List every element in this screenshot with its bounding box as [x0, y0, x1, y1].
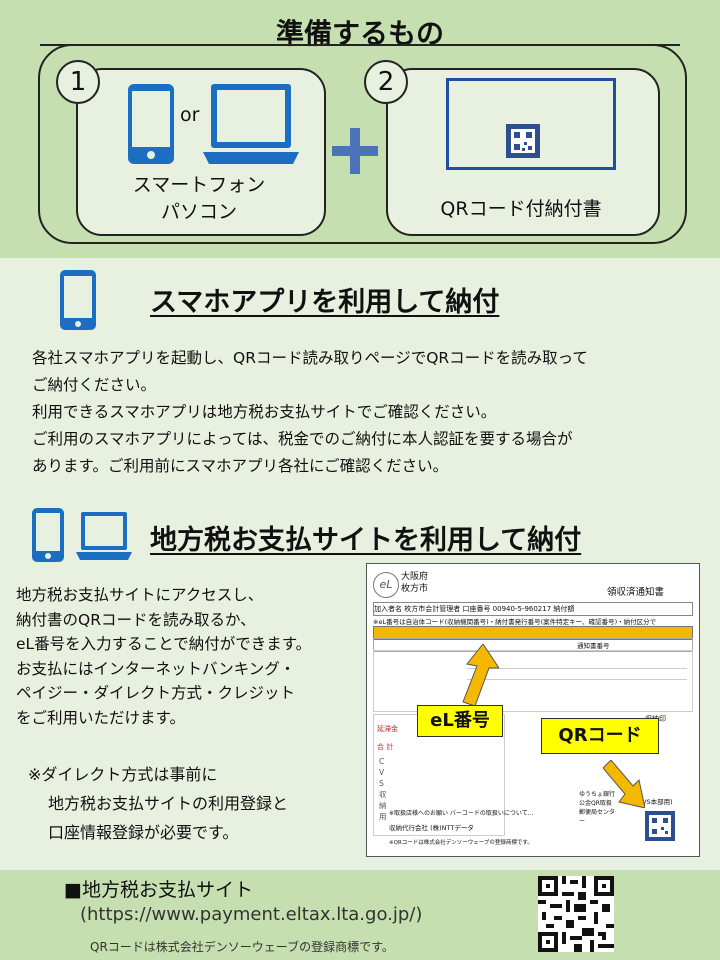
account-row: 加入者名 枚方市会計管理者 口座番号 00940-5-960217 納付額 [373, 602, 693, 616]
direct-method-note: ※ダイレクト方式は事前に 地方税お支払サイトの利用登録と 口座情報登録が必要です… [28, 760, 288, 847]
page-title: 準備するもの [262, 14, 458, 54]
step-number-1: 1 [56, 60, 100, 104]
devices-label: スマートフォン パソコン [76, 172, 322, 226]
app-line-2: ご納付ください。 [32, 376, 157, 394]
site-line-5: ペイジー・ダイレクト方式・クレジット [16, 684, 296, 702]
note-line-2: 地方税お支払サイトの利用登録と [48, 794, 289, 813]
el-logo: eL [373, 572, 399, 598]
qr-code-icon [506, 124, 540, 158]
row-label-late-fee: 延滞金 [377, 725, 398, 733]
site-url[interactable]: (https://www.payment.eltax.lta.go.jp/) [80, 904, 423, 925]
site-line-6: をご利用いただけます。 [16, 708, 185, 727]
app-line-5: あります。ご利用前にスマホアプリ各社にご確認ください。 [32, 457, 449, 475]
cvs-side-text: C V S 収 納 用 [379, 757, 387, 821]
app-line-1: 各社スマホアプリを起動し、QRコード読み取りページでQRコードを読み取って [32, 349, 588, 367]
app-line-4: ご利用のスマホアプリによっては、税金でのご納付に本人認証を要する場合が [32, 430, 573, 448]
or-text: or [180, 104, 200, 126]
trademark-note: QRコードは株式会社デンソーウェーブの登録商標です。 [90, 940, 394, 954]
laptop-icon [76, 512, 132, 560]
site-section-body: 地方税お支払サイトにアクセスし、 納付書のQRコードを読み取るか、 eL番号を入… [16, 583, 311, 730]
arrow-up-icon [459, 643, 500, 707]
notice-label: QRコード付納付書 [440, 198, 602, 220]
address-lines [467, 668, 687, 680]
smartphone-icon [32, 508, 64, 562]
site-section-title: 地方税お支払サイトを利用して納付 [150, 525, 582, 556]
city-line-1: 大阪府 [401, 572, 429, 582]
issuer-text: 収納代行会社 (株)NTTデータ [389, 824, 474, 832]
smartphone-icon [128, 84, 174, 164]
note-line-3: 口座情報登録が必要です。 [48, 823, 239, 842]
fine-print: ※取扱店様へのお願い バーコードの取扱いについて... [389, 810, 534, 817]
plus-icon [332, 128, 378, 174]
notice-city: 大阪府 枚方市 [401, 571, 428, 595]
notice-footer: ※QRコードは株式会社デンソーウェーブの登録商標です。 [389, 840, 533, 846]
qr-code-callout: QRコード [541, 718, 659, 754]
smartphone-icon [60, 270, 96, 330]
notice-doc-title: 領収済通知書 [607, 587, 665, 598]
address-area [373, 650, 693, 712]
cvs-label: (CVS本部用) [635, 798, 673, 806]
site-line-2: 納付書のQRコードを読み取るか、 [16, 610, 256, 629]
laptop-icon [203, 84, 299, 166]
qr-code-icon [645, 811, 675, 841]
bank-label: ゆうちょ銀行 公金QR取扱 郵便局センター [579, 791, 616, 825]
payment-notice-sample: eL 大阪府 枚方市 領収済通知書 加入者名 枚方市会計管理者 口座番号 009… [366, 563, 700, 857]
site-line-3: eL番号を入力することで納付ができます。 [16, 635, 312, 653]
site-line-4: お支払にはインターネットバンキング・ [16, 659, 296, 678]
prepare-outer-frame [38, 44, 687, 244]
el-number-row-caption: ※eL番号は自治体コード(収納機関番号)・納付書発行番号(案件特定キー、確認番号… [373, 618, 657, 626]
devices-label-line2: パソコン [160, 201, 237, 223]
arrow-down-icon [602, 759, 646, 809]
app-section-body: 各社スマホアプリを起動し、QRコード読み取りページでQRコードを読み取って ご納… [32, 345, 588, 480]
row-label-total: 合 計 [377, 743, 394, 751]
site-name: ■地方税お支払サイト [64, 879, 253, 901]
step-number-2: 2 [364, 60, 408, 104]
notice-number-row [373, 638, 693, 652]
app-line-3: 利用できるスマホアプリは地方税お支払サイトでご確認ください。 [32, 403, 497, 421]
site-qr-code [538, 876, 614, 952]
notice-number-label: 通知書番号 [577, 642, 610, 650]
el-number-callout: eL番号 [417, 705, 503, 737]
city-line-2: 枚方市 [401, 584, 429, 594]
devices-label-line1: スマートフォン [132, 174, 266, 196]
note-line-1: ※ダイレクト方式は事前に [28, 765, 218, 784]
site-line-1: 地方税お支払サイトにアクセスし、 [16, 586, 264, 604]
app-section-title: スマホアプリを利用して納付 [150, 287, 500, 318]
el-number-field [373, 626, 693, 640]
